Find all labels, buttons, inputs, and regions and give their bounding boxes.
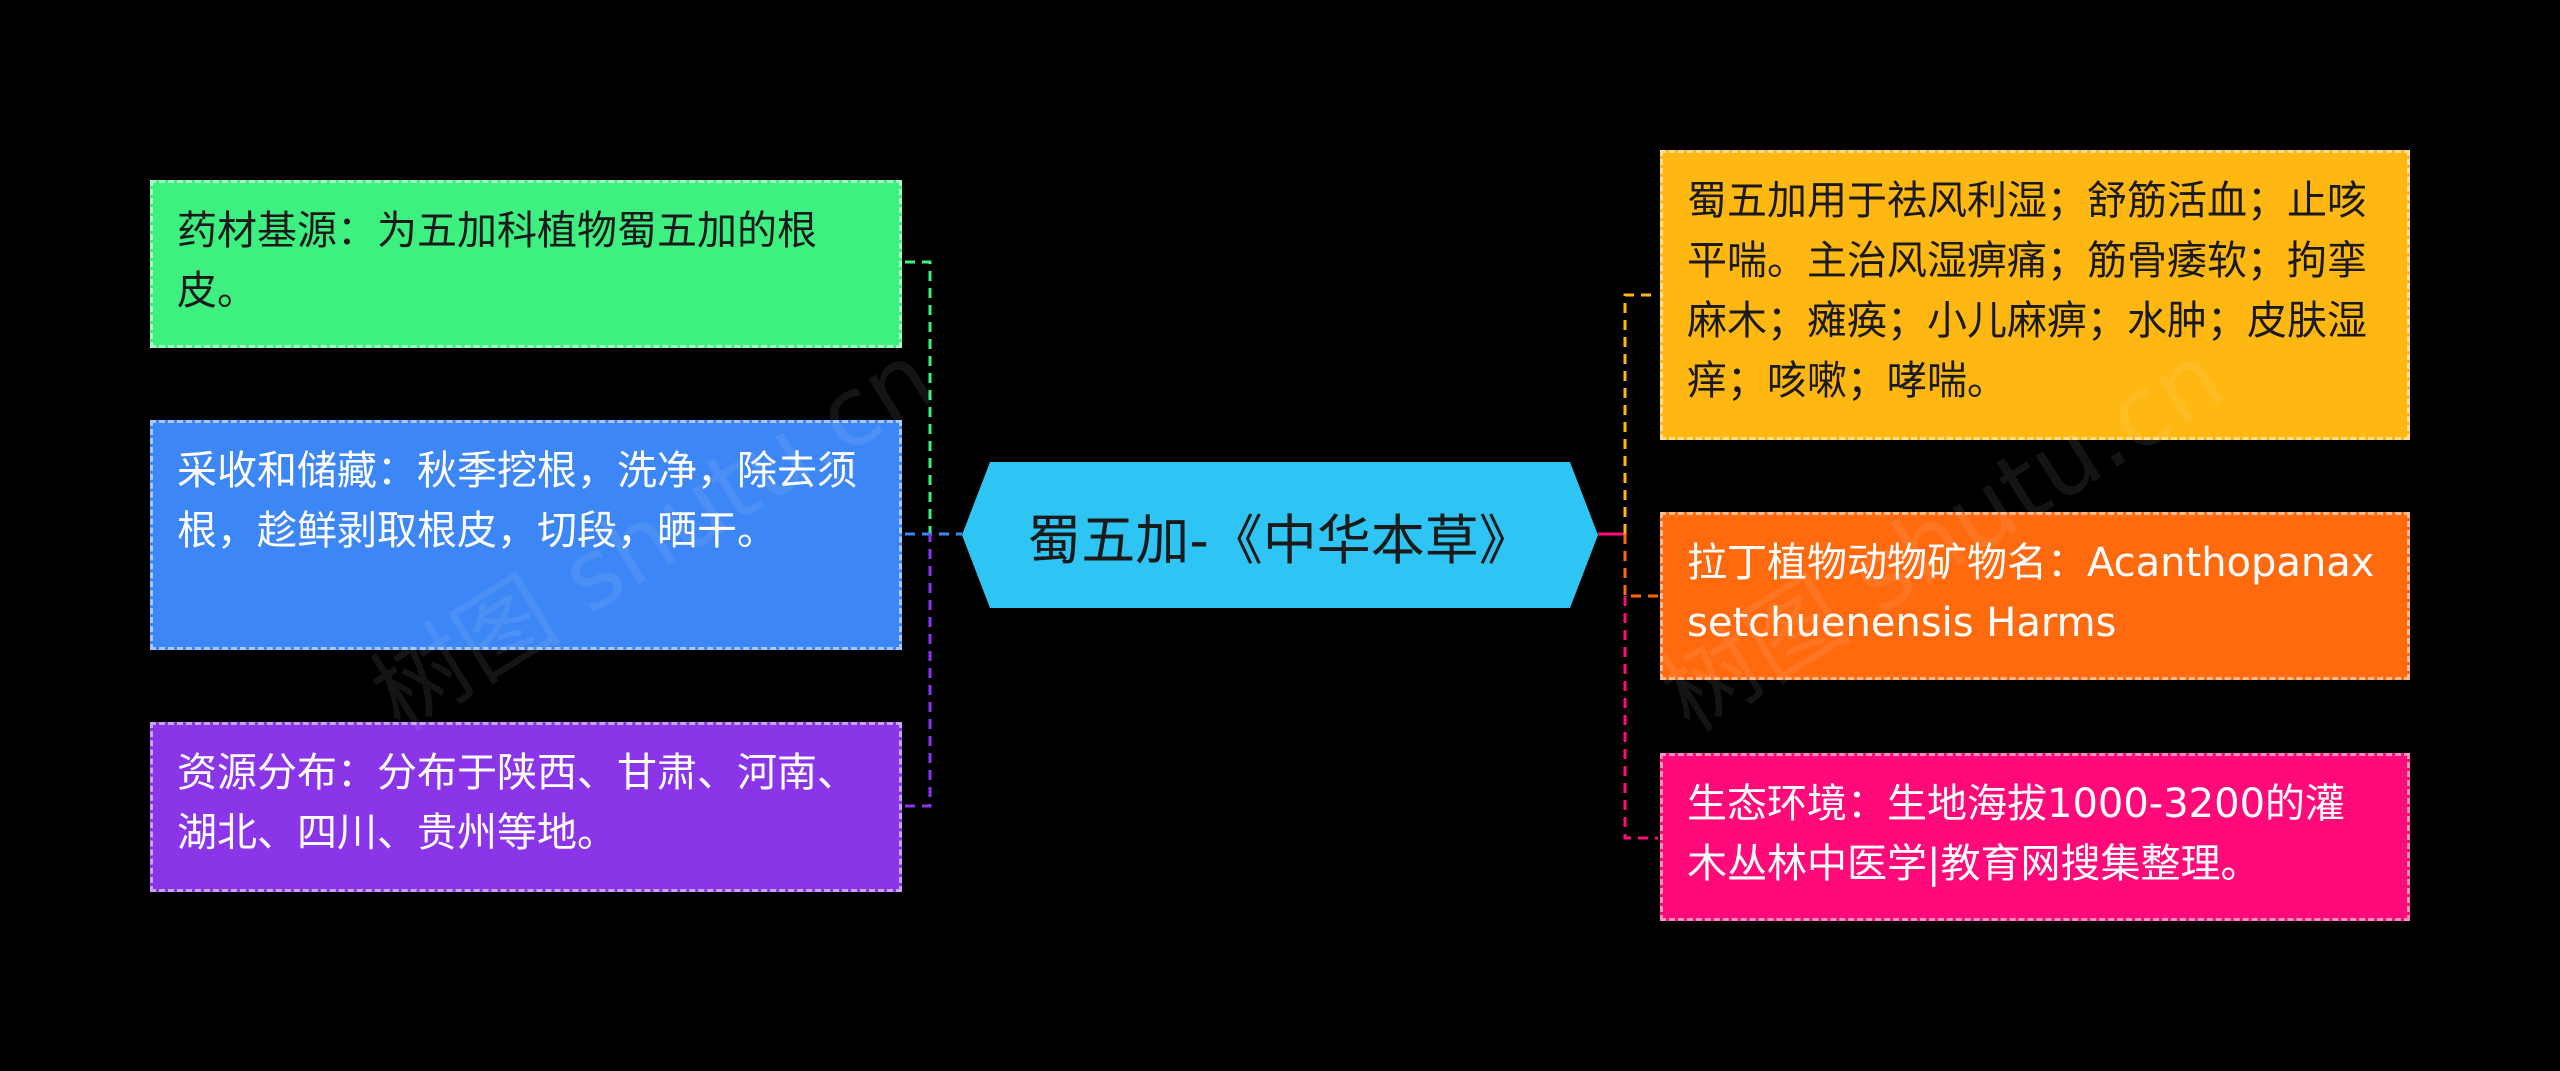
connector-right-2 [1623, 534, 1658, 598]
connector-left-1 [905, 260, 962, 536]
right-node-latin-name[interactable]: 拉丁植物动物矿物名：Acanthopanax setchuenensis Har… [1660, 512, 2410, 680]
center-topic-node[interactable]: 蜀五加-《中华本草》 [962, 462, 1598, 608]
left-node-distribution[interactable]: 资源分布：分布于陕西、甘肃、河南、湖北、四川、贵州等地。 [150, 722, 902, 892]
connector-left-3 [905, 534, 932, 808]
left-node-source[interactable]: 药材基源：为五加科植物蜀五加的根皮。 [150, 180, 902, 348]
connector-right-3 [1623, 596, 1658, 840]
connector-right-1 [1623, 293, 1658, 534]
center-topic-label: 蜀五加-《中华本草》 [1027, 508, 1533, 572]
left-node-harvest-storage[interactable]: 采收和储藏：秋季挖根，洗净，除去须根，趁鲜剥取根皮，切段，晒干。 [150, 420, 902, 650]
center-hexagon-shape [962, 462, 1598, 608]
right-node-usage[interactable]: 蜀五加用于祛风利湿；舒筋活血；止咳平喘。主治风湿痹痛；筋骨痿软；拘挛麻木；瘫痪；… [1660, 150, 2410, 440]
right-node-habitat[interactable]: 生态环境：生地海拔1000-3200的灌木丛林中医学|教育网搜集整理。 [1660, 753, 2410, 921]
